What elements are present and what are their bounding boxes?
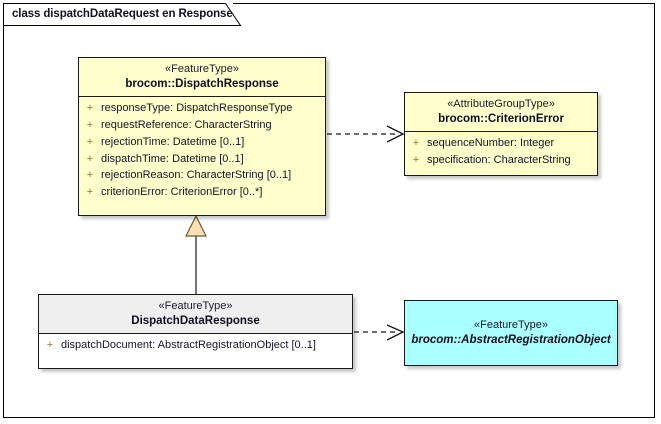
attribute-row: + specification: CharacterString bbox=[405, 152, 597, 169]
attribute-row: + dispatchTime: Datetime [0..1] bbox=[79, 151, 325, 168]
diagram-title-tab: class dispatchDataRequest en Response bbox=[3, 3, 233, 25]
attribute-row: + criterionError: CriterionError [0..*] bbox=[79, 184, 325, 201]
visibility-marker: + bbox=[86, 119, 94, 132]
attribute-text: requestReference: CharacterString bbox=[101, 119, 272, 132]
class-stereotype: «AttributeGroupType» bbox=[447, 98, 555, 110]
attribute-text: sequenceNumber: Integer bbox=[427, 137, 555, 150]
attribute-text: specification: CharacterString bbox=[427, 154, 571, 167]
class-box-dispatch-data-response[interactable]: «FeatureType» DispatchDataResponse + dis… bbox=[38, 294, 353, 369]
class-box-criterion-error[interactable]: «AttributeGroupType» brocom::CriterionEr… bbox=[404, 92, 598, 176]
attribute-text: dispatchDocument: AbstractRegistrationOb… bbox=[61, 339, 316, 352]
attribute-row: + responseType: DispatchResponseType bbox=[79, 100, 325, 117]
attribute-row: + rejectionReason: CharacterString [0..1… bbox=[79, 167, 325, 184]
attribute-compartment-dispatch-data-response: + dispatchDocument: AbstractRegistration… bbox=[39, 334, 352, 359]
visibility-marker: + bbox=[86, 186, 94, 199]
class-header-abstract-registration-object: «FeatureType» brocom::AbstractRegistrati… bbox=[405, 314, 617, 352]
attribute-row: + dispatchDocument: AbstractRegistration… bbox=[39, 337, 352, 354]
class-stereotype: «FeatureType» bbox=[474, 318, 548, 331]
compartment-separator bbox=[39, 333, 352, 335]
compartment-separator bbox=[405, 131, 597, 133]
class-stereotype: «FeatureType» bbox=[165, 63, 239, 75]
class-name: DispatchDataResponse bbox=[131, 315, 260, 328]
compartment-separator bbox=[79, 96, 325, 98]
class-stereotype: «FeatureType» bbox=[158, 300, 233, 312]
class-name: brocom::DispatchResponse bbox=[125, 78, 279, 91]
class-header-dispatch-response: «FeatureType» brocom::DispatchResponse bbox=[79, 58, 325, 96]
attribute-text: rejectionTime: Datetime [0..1] bbox=[101, 135, 245, 148]
diagram-title-label: class dispatchDataRequest en Response bbox=[12, 8, 233, 20]
class-header-criterion-error: «AttributeGroupType» brocom::CriterionEr… bbox=[405, 93, 597, 131]
class-box-dispatch-response[interactable]: «FeatureType» brocom::DispatchResponse +… bbox=[78, 57, 326, 216]
visibility-marker: + bbox=[412, 154, 420, 167]
attribute-text: criterionError: CriterionError [0..*] bbox=[101, 186, 263, 199]
class-name: brocom::CriterionError bbox=[438, 113, 564, 126]
visibility-marker: + bbox=[86, 152, 94, 165]
attribute-row: + requestReference: CharacterString bbox=[79, 117, 325, 134]
visibility-marker: + bbox=[46, 339, 54, 352]
visibility-marker: + bbox=[86, 102, 94, 115]
visibility-marker: + bbox=[86, 135, 94, 148]
attribute-text: rejectionReason: CharacterString [0..1] bbox=[101, 169, 292, 182]
attribute-text: dispatchTime: Datetime [0..1] bbox=[101, 152, 244, 165]
class-box-abstract-registration-object[interactable]: «FeatureType» brocom::AbstractRegistrati… bbox=[404, 300, 618, 366]
visibility-marker: + bbox=[86, 169, 94, 182]
visibility-marker: + bbox=[412, 137, 420, 150]
attribute-compartment-dispatch-response: + responseType: DispatchResponseType + r… bbox=[79, 97, 325, 204]
attribute-text: responseType: DispatchResponseType bbox=[101, 102, 293, 115]
attribute-compartment-criterion-error: + sequenceNumber: Integer + specificatio… bbox=[405, 132, 597, 172]
attribute-row: + sequenceNumber: Integer bbox=[405, 135, 597, 152]
class-header-dispatch-data-response: «FeatureType» DispatchDataResponse bbox=[39, 295, 352, 334]
attribute-row: + rejectionTime: Datetime [0..1] bbox=[79, 134, 325, 151]
class-name: brocom::AbstractRegistrationObject bbox=[411, 334, 611, 347]
